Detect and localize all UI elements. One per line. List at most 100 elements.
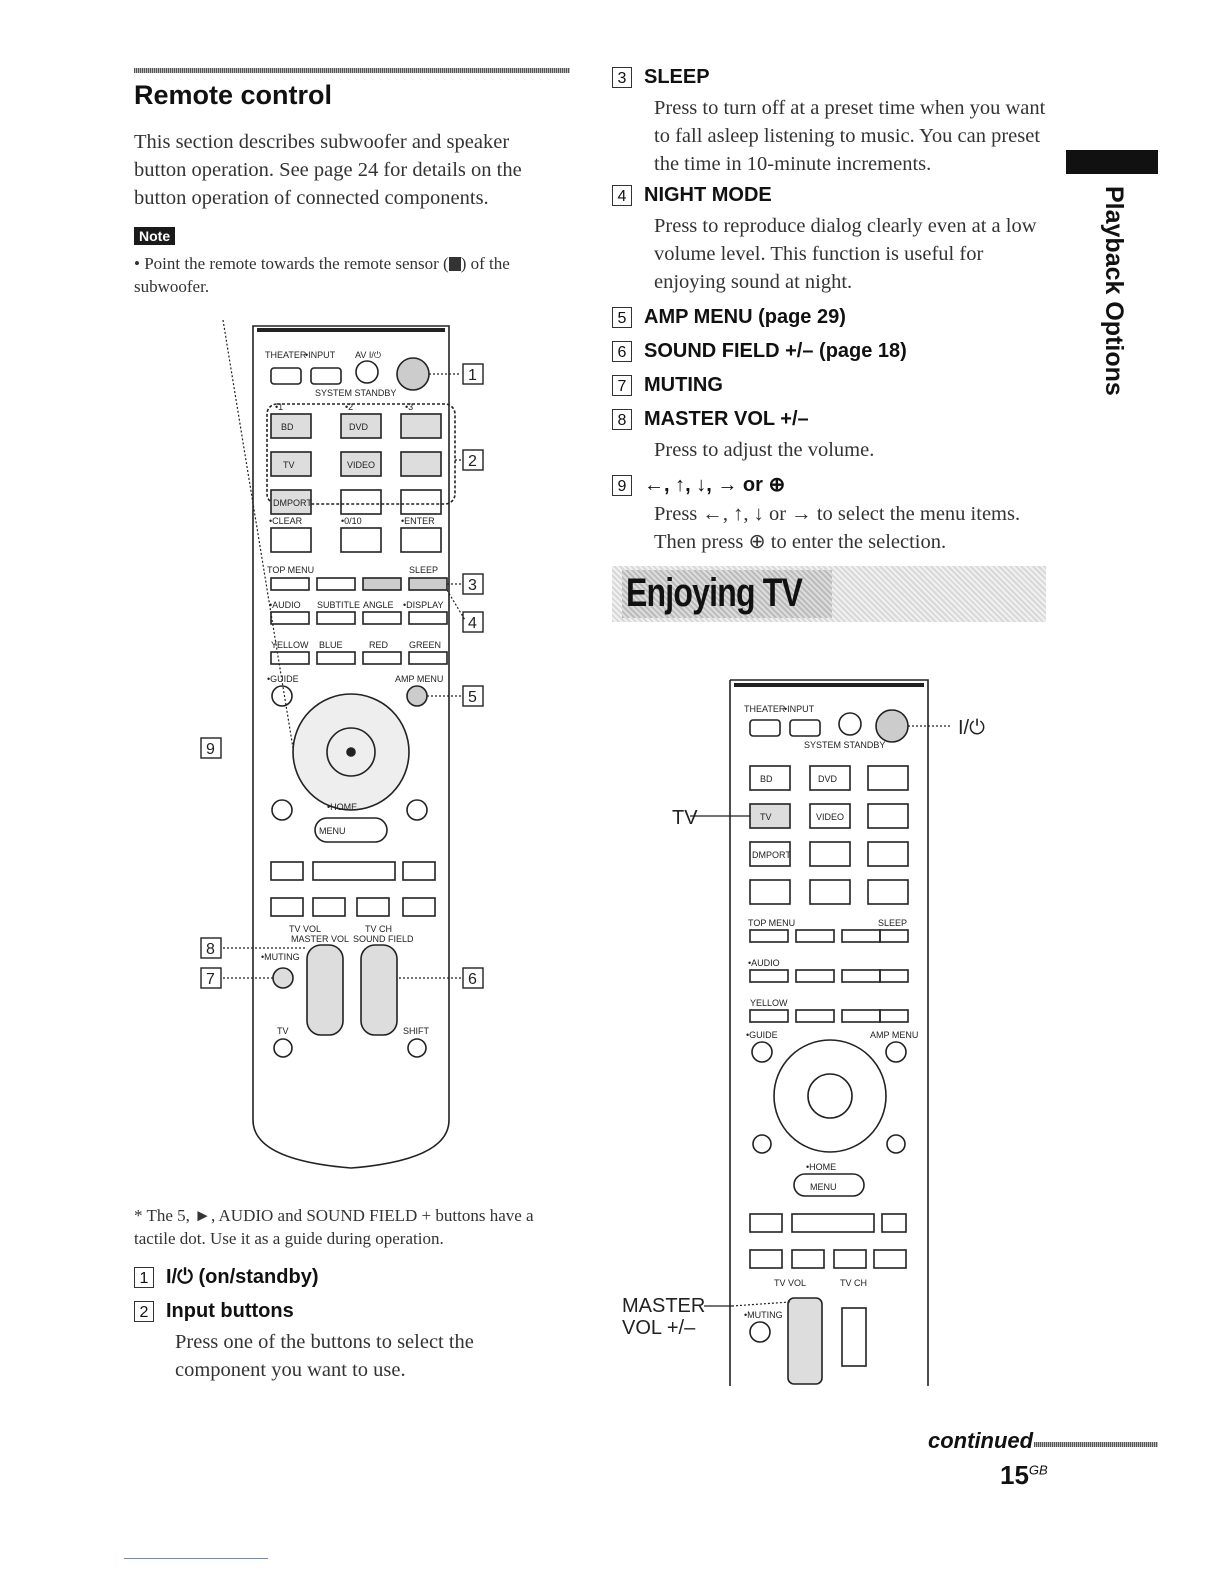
item-4-label: NIGHT MODE <box>644 184 772 206</box>
remote-label-subtitle: SUBTITLE <box>317 600 360 610</box>
continued-label: continued <box>928 1428 1033 1454</box>
remote-label-yellow: YELLOW <box>271 640 309 650</box>
remote-label-0-10: •0/10 <box>341 516 362 526</box>
remote-label-guide: •GUIDE <box>267 674 299 684</box>
page-number: 15GB <box>1000 1460 1048 1491</box>
remote-label-sleep: SLEEP <box>409 565 438 575</box>
remote-label-soundfield: SOUND FIELD <box>353 934 414 944</box>
item-2-desc: Press one of the buttons to select the c… <box>175 1331 474 1381</box>
note-block: Note • Point the remote towards the remo… <box>134 227 574 298</box>
banner-box <box>622 570 832 618</box>
remote-label-shift: SHIFT <box>403 1026 430 1036</box>
remote-label-angle: ANGLE <box>363 600 394 610</box>
callout-8: 8 <box>206 941 215 958</box>
remote-button-bd: BD <box>281 422 294 432</box>
remote-label-standby: SYSTEM STANDBY <box>315 388 396 398</box>
continued-rule <box>1034 1442 1158 1447</box>
remote-label-ampmenu: AMP MENU <box>395 674 443 684</box>
r-remote-label-audio: •AUDIO <box>748 958 780 968</box>
r-remote-label-yellow: YELLOW <box>750 998 788 1008</box>
r-remote-label-tvch: TV CH <box>840 1278 867 1288</box>
note-badge: Note <box>134 227 176 245</box>
remote-label-green: GREEN <box>409 640 441 650</box>
item-9-desc: Press ←, ↑, ↓ or → to select the menu it… <box>654 503 1021 553</box>
callout-1: 1 <box>468 367 477 384</box>
callout-2: 2 <box>468 453 477 470</box>
item-8-desc: Press to adjust the volume. <box>654 439 875 461</box>
item-9-label: ←, ↑, ↓, → or ⊕ <box>644 474 786 496</box>
item-8-num: 8 <box>612 409 632 431</box>
r-remote-label-topmenu: TOP MENU <box>748 918 795 928</box>
remote-label-mastervol: MASTER VOL <box>291 934 349 944</box>
callout-4: 4 <box>468 615 477 632</box>
note-text: • Point the remote towards the remote se… <box>134 252 574 298</box>
remote-label-enter: •ENTER <box>401 516 435 526</box>
r-remote-button-dvd: DVD <box>818 774 838 784</box>
page-suffix: GB <box>1028 1462 1048 1478</box>
item-4-desc: Press to reproduce dialog clearly even a… <box>654 215 1037 293</box>
callout-5: 5 <box>468 689 477 706</box>
remote-label-muting: •MUTING <box>261 952 300 962</box>
item-1-num: 1 <box>134 1267 154 1289</box>
item-1-label: I/⏻ (on/standby) <box>166 1266 319 1288</box>
item-1: 1 I/⏻ (on/standby) <box>134 1266 318 1289</box>
remote-label-menu: MENU <box>319 826 346 836</box>
callout-tv: TV <box>672 807 698 829</box>
side-tab-label: Playback Options <box>1100 186 1128 396</box>
remote-label-2: •2 <box>345 402 353 412</box>
r-remote-label-ampmenu: AMP MENU <box>870 1030 918 1040</box>
item-3-desc: Press to turn off at a preset time when … <box>654 97 1046 175</box>
callout-9: 9 <box>206 741 215 758</box>
side-tab-marker <box>1066 150 1158 174</box>
remote-label-tvvol: TV VOL <box>289 924 321 934</box>
remote-label-1: •1 <box>275 402 283 412</box>
remote-button-dvd: DVD <box>349 422 369 432</box>
remote-label-home: •HOME <box>327 802 357 812</box>
remote-label-tv: TV <box>277 1026 289 1036</box>
section-banner: Enjoying TV <box>612 566 1046 622</box>
item-8-label: MASTER VOL +/– <box>644 408 809 430</box>
r-remote-label-guide: •GUIDE <box>746 1030 778 1040</box>
remote-label-theater: THEATER <box>265 350 307 360</box>
r-remote-label-muting: •MUTING <box>744 1310 783 1320</box>
callout-7: 7 <box>206 971 215 988</box>
banner-title: Enjoying TV <box>626 571 803 615</box>
item-5-label: AMP MENU (page 29) <box>644 306 846 328</box>
continued-text: continued <box>928 1428 1034 1453</box>
r-remote-button-bd: BD <box>760 774 773 784</box>
item-8: 8 MASTER VOL +/– <box>612 408 809 431</box>
header-rule <box>134 68 570 73</box>
remote-label-display: •DISPLAY <box>403 600 444 610</box>
r-remote-label-standby: SYSTEM STANDBY <box>804 740 885 750</box>
bottom-link-rule <box>124 1558 268 1559</box>
remote-illustration-left: THEATER •INPUT AV I/⏻ SYSTEM STANDBY •1 … <box>200 320 484 1169</box>
remote-button-video: VIDEO <box>347 460 375 470</box>
remote-sensor-icon <box>448 257 461 271</box>
item-4-num: 4 <box>612 185 632 207</box>
note-text-part1: • Point the remote towards the remote se… <box>134 254 449 273</box>
remote-label-clear: •CLEAR <box>269 516 303 526</box>
item-5-num: 5 <box>612 307 632 329</box>
page-number-value: 15 <box>1000 1460 1029 1490</box>
r-remote-button-tv: TV <box>760 812 772 822</box>
item-7-label: MUTING <box>644 374 723 396</box>
r-remote-label-tvvol: TV VOL <box>774 1278 806 1288</box>
item-9: 9←, ↑, ↓, → or ⊕ <box>612 472 785 497</box>
item-6-num: 6 <box>612 341 632 363</box>
r-remote-button-video: VIDEO <box>816 812 844 822</box>
item-7-num: 7 <box>612 375 632 397</box>
remote-label-red: RED <box>369 640 389 650</box>
item-4: 4 NIGHT MODE <box>612 184 772 207</box>
remote-illustration-right: THEATER •INPUT SYSTEM STANDBY BD DVD TV … <box>622 679 985 1386</box>
remote-label-av: AV I/⏻ <box>355 350 381 360</box>
callout-3: 3 <box>468 577 477 594</box>
item-5: 5 AMP MENU (page 29) <box>612 306 846 329</box>
item-3-label: SLEEP <box>644 66 710 88</box>
r-remote-label-home: •HOME <box>806 1162 836 1172</box>
item-7: 7 MUTING <box>612 374 723 397</box>
remote-button-tv: TV <box>283 460 295 470</box>
remote-label-input: •INPUT <box>305 350 336 360</box>
